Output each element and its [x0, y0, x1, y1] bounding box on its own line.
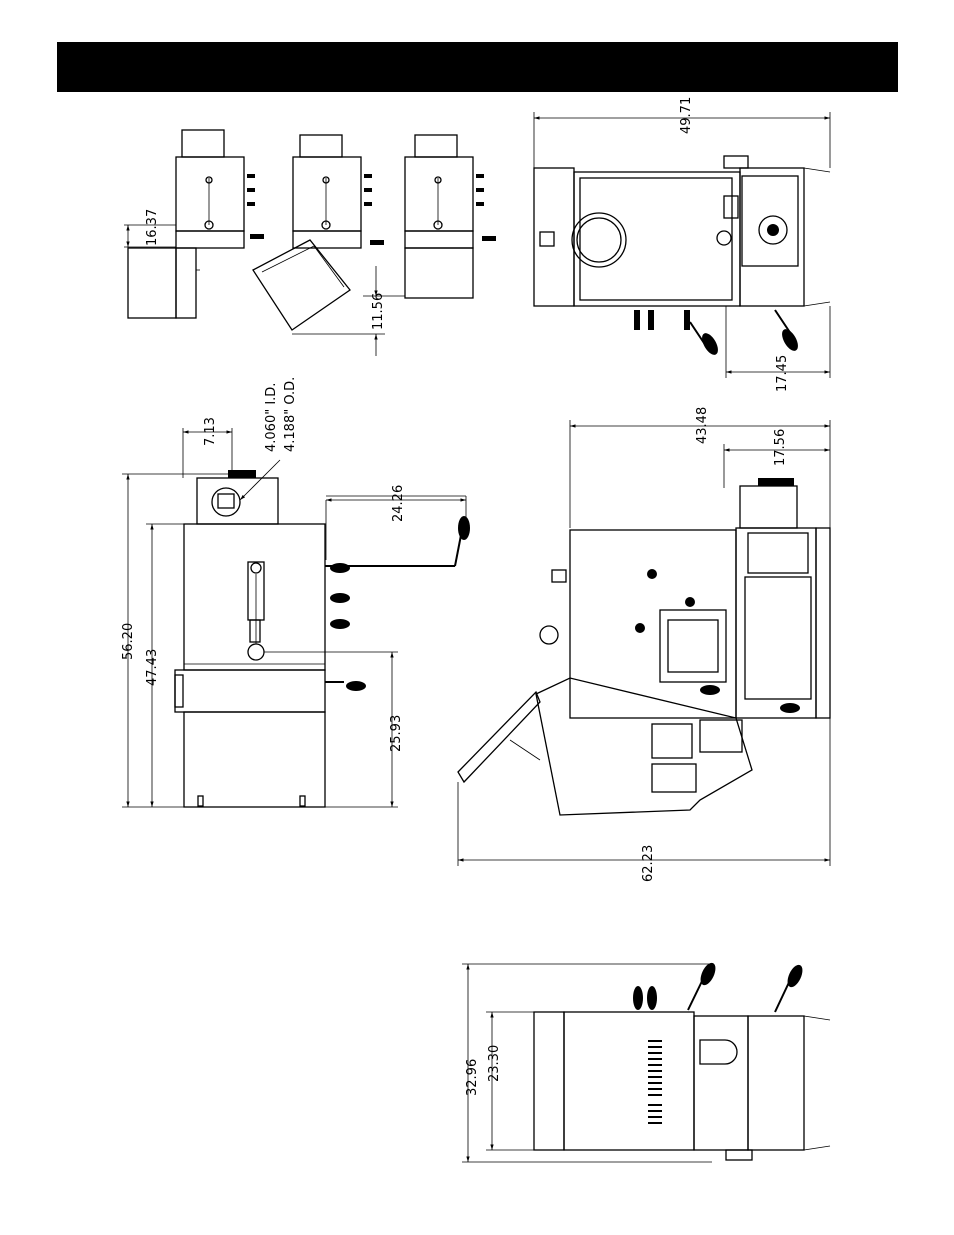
dim-flue-offset: 17.56	[773, 429, 788, 466]
dim-depth: 43.48	[695, 407, 710, 444]
dim-overall-height-bottom: 32.96	[465, 1059, 480, 1096]
dim-stack-offset: 7.13	[203, 417, 218, 446]
label-outer-diameter: 4.188" O.D.	[283, 377, 298, 452]
fryer-side-view-3	[405, 135, 496, 298]
view-top-plan: 49.71 17.45	[534, 97, 830, 392]
dim-basket-drop: 11.56	[371, 293, 386, 330]
dim-body-height: 47.43	[145, 649, 160, 686]
view-side-elevation: 43.48 17.56 62.23	[458, 407, 830, 882]
dim-handle-reach: 24.26	[391, 485, 406, 522]
dim-drain-height: 25.93	[389, 715, 404, 752]
knob-stack	[330, 563, 350, 629]
dim-overall-width: 49.71	[679, 97, 694, 134]
dim-overall-height: 56.20	[121, 623, 136, 660]
view-bottom-section: 32.96 23.30	[462, 961, 830, 1162]
fryer-side-view-2	[253, 135, 384, 330]
dim-lever-offset: 17.45	[775, 355, 790, 392]
view-front-elevation: 7.13 4.060" I.D. 4.188" O.D.	[121, 377, 470, 807]
view-side-sequence: 16.37 11.56	[124, 130, 496, 356]
label-inner-diameter: 4.060" I.D.	[264, 383, 279, 452]
dim-overall-depth: 62.23	[641, 845, 656, 882]
dim-height-lift: 16.37	[145, 209, 160, 246]
dim-body-height-bottom: 23.30	[487, 1045, 502, 1082]
vent-slots	[648, 1040, 662, 1124]
